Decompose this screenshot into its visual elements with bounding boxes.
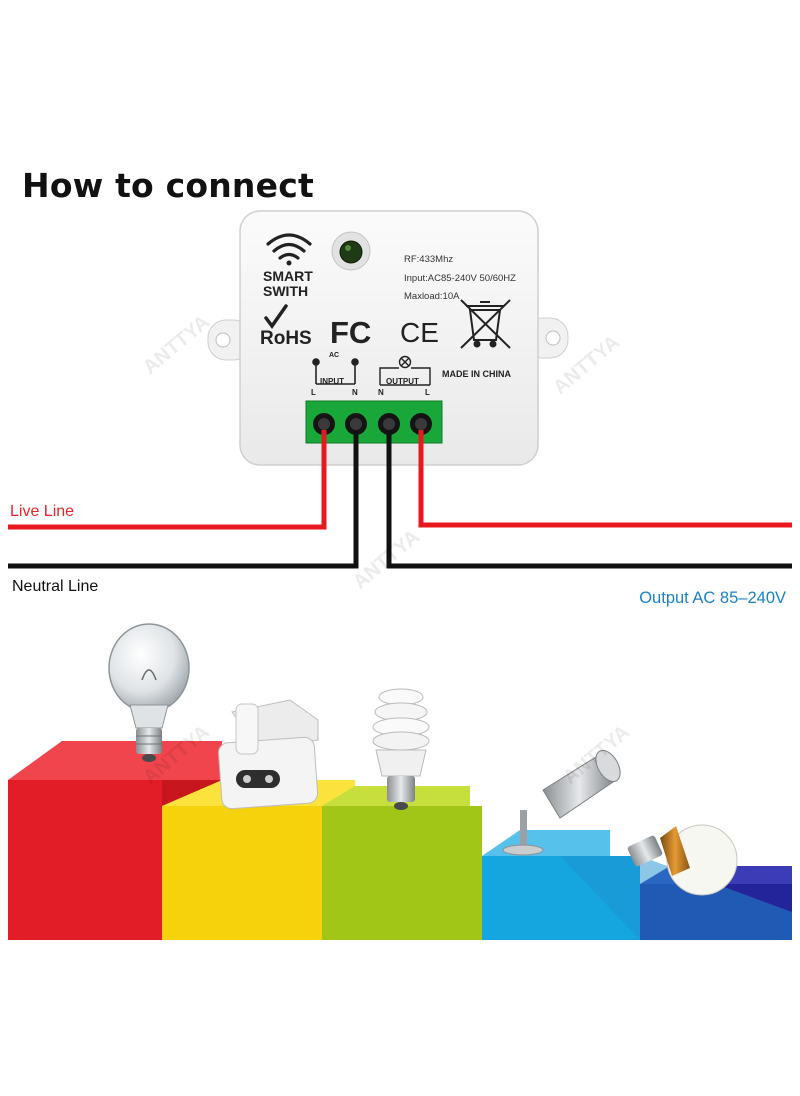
terminal-label-l1: L: [311, 388, 316, 397]
output-marking: OUTPUT: [386, 377, 419, 386]
terminal-label-n1: N: [352, 388, 358, 397]
terminal-screws: [313, 413, 432, 435]
brand-line-2: SWITH: [263, 283, 308, 299]
ce-mark: CE: [400, 317, 439, 348]
spec-maxload: Maxload:10A: [404, 291, 460, 302]
output-ac-label: Output AC 85–240V: [639, 589, 786, 607]
terminal-label-n2: N: [378, 388, 384, 397]
rainbow-steps: [8, 741, 792, 940]
spec-rf: RF:433Mhz: [404, 254, 453, 265]
made-in-label: MADE IN CHINA: [442, 369, 511, 379]
input-bracket: [312, 358, 359, 385]
tube-light-fixture-icon: [218, 699, 319, 810]
wires: [8, 430, 792, 569]
neutral-input-wire: [8, 430, 359, 569]
watermark-1: ANTTYA: [139, 311, 214, 379]
page-title: How to connect: [22, 166, 314, 205]
terminal-label-l2: L: [425, 388, 430, 397]
live-output-wire: [418, 430, 792, 528]
ac-label: AC: [329, 352, 339, 359]
spiral-cfl-bulb-icon: [372, 688, 430, 810]
smart-switch-device: SMART SWITH RF:433Mhz Input:AC85-240V 50…: [207, 210, 569, 466]
live-input-wire: [8, 430, 327, 530]
live-line-label: Live Line: [10, 503, 75, 520]
brand-line-1: SMART: [263, 268, 313, 284]
neutral-line-label: Neutral Line: [12, 578, 99, 595]
input-label: INPUT: [320, 377, 344, 386]
weee-bin-icon: [460, 299, 511, 349]
lamp-icon: [379, 355, 431, 386]
wifi-icon: [266, 233, 312, 266]
led-globe-bulb-icon: [627, 824, 738, 896]
incandescent-bulb-icon: [108, 623, 190, 762]
rohs-mark: RoHS: [260, 328, 312, 349]
check-icon: [264, 304, 288, 329]
spec-input: Input:AC85-240V 50/60HZ: [404, 273, 516, 284]
fc-mark: FC: [330, 315, 371, 350]
spotlight-lamp-icon: [502, 749, 621, 856]
neutral-output-wire: [386, 430, 792, 569]
